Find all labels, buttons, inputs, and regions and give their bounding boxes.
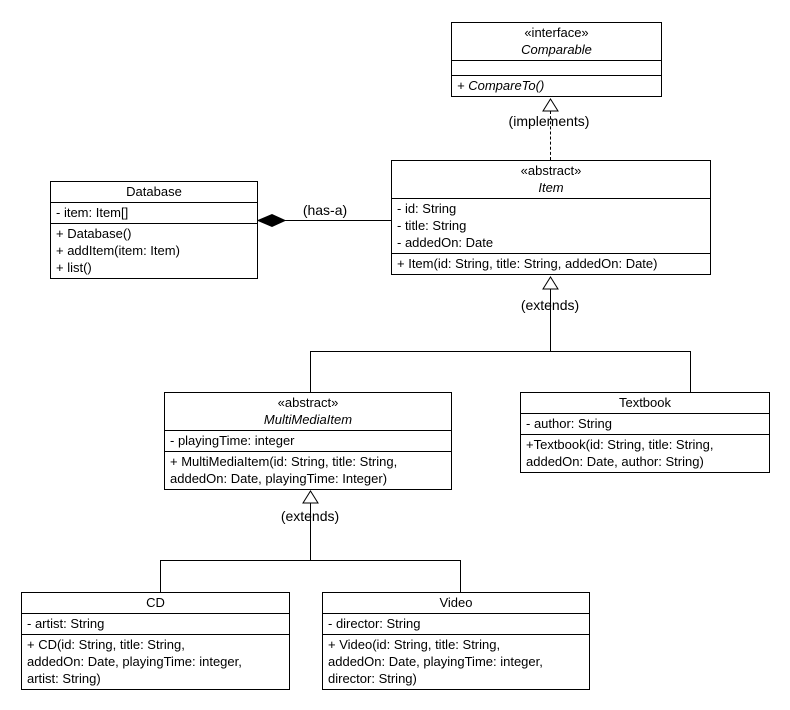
generalization-drop-line-cd <box>160 560 161 592</box>
class-header-database: Database <box>51 182 257 203</box>
method-row: + CD(id: String, title: String, <box>27 637 185 652</box>
attribute-row: - artist: String <box>27 616 105 631</box>
hollow-triangle-arrow-icon <box>542 98 559 112</box>
class-attributes-multimediaitem: - playingTime: integer <box>165 431 451 452</box>
class-box-cd: CD - artist: String + CD(id: String, tit… <box>21 592 290 690</box>
composition-diamond-icon <box>257 213 286 228</box>
class-header-video: Video <box>323 593 589 614</box>
class-header-cd: CD <box>22 593 289 614</box>
method-row: + Video(id: String, title: String, <box>328 637 501 652</box>
class-name: CD <box>146 595 165 610</box>
class-methods-multimediaitem: + MultiMediaItem(id: String, title: Stri… <box>165 452 451 489</box>
class-stereotype: «abstract» <box>277 395 339 410</box>
class-box-textbook: Textbook - author: String +Textbook(id: … <box>520 392 770 473</box>
relationship-label-extends: (extends) <box>280 508 340 524</box>
class-name: Item <box>538 180 564 195</box>
class-methods-video: + Video(id: String, title: String, added… <box>323 635 589 689</box>
composition-line <box>258 220 391 221</box>
relationship-label-extends: (extends) <box>520 297 580 313</box>
method-row: + addItem(item: Item) <box>56 243 180 258</box>
class-name: MultiMediaItem <box>263 412 353 427</box>
attribute-row: - playingTime: integer <box>170 433 295 448</box>
class-attributes-cd: - artist: String <box>22 614 289 635</box>
method-row: addedOn: Date, playingTime: Integer) <box>170 471 388 486</box>
class-methods-database: + Database() + addItem(item: Item) + lis… <box>51 224 257 278</box>
class-box-multimediaitem: «abstract» MultiMediaItem - playingTime:… <box>164 392 452 490</box>
realization-dashed-line <box>550 111 551 160</box>
class-header-comparable: «interface» Comparable <box>452 23 661 61</box>
class-methods-cd: + CD(id: String, title: String, addedOn:… <box>22 635 289 689</box>
generalization-drop-line-textbook <box>690 351 691 392</box>
class-box-video: Video - director: String + Video(id: Str… <box>322 592 590 690</box>
class-methods-comparable: + CompareTo() <box>452 76 661 96</box>
class-attributes-database: - item: Item[] <box>51 203 257 224</box>
class-stereotype: «abstract» <box>520 163 582 178</box>
method-row: + CompareTo() <box>457 78 545 93</box>
method-row: director: String) <box>328 671 417 686</box>
attribute-row: - addedOn: Date <box>397 235 494 250</box>
method-row: addedOn: Date, author: String) <box>526 454 704 469</box>
attribute-row: - director: String <box>328 616 421 631</box>
class-methods-textbook: +Textbook(id: String, title: String, add… <box>521 435 769 472</box>
method-row: addedOn: Date, playingTime: integer, <box>328 654 543 669</box>
attribute-row: - author: String <box>526 416 612 431</box>
method-row: addedOn: Date, playingTime: integer, <box>27 654 242 669</box>
method-row: +Textbook(id: String, title: String, <box>526 437 714 452</box>
class-name: Video <box>439 595 473 610</box>
class-methods-item: + Item(id: String, title: String, addedO… <box>392 254 710 274</box>
relationship-label-has-a: (has-a) <box>302 202 348 218</box>
method-row: + Item(id: String, title: String, addedO… <box>397 256 658 271</box>
generalization-branch-line <box>160 560 461 561</box>
class-header-textbook: Textbook <box>521 393 769 414</box>
attribute-row: - title: String <box>397 218 467 233</box>
class-header-multimediaitem: «abstract» MultiMediaItem <box>165 393 451 431</box>
generalization-branch-line <box>310 351 691 352</box>
class-stereotype: «interface» <box>524 25 589 40</box>
method-row: + list() <box>56 260 92 275</box>
generalization-drop-line-multimediaitem <box>310 351 311 392</box>
class-box-item: «abstract» Item - id: String - title: St… <box>391 160 711 275</box>
method-row: + Database() <box>56 226 132 241</box>
class-box-comparable: «interface» Comparable + CompareTo() <box>451 22 662 97</box>
generalization-stem-line <box>310 503 311 560</box>
class-attributes-textbook: - author: String <box>521 414 769 435</box>
method-row: + MultiMediaItem(id: String, title: Stri… <box>170 454 398 469</box>
class-header-item: «abstract» Item <box>392 161 710 199</box>
hollow-triangle-arrow-icon <box>542 276 559 290</box>
class-name: Textbook <box>618 395 672 410</box>
class-attributes-item: - id: String - title: String - addedOn: … <box>392 199 710 254</box>
class-attributes-comparable <box>452 61 661 76</box>
generalization-drop-line-video <box>460 560 461 592</box>
relationship-label-implements: (implements) <box>508 113 590 129</box>
class-name: Database <box>126 184 182 199</box>
class-name: Comparable <box>521 42 592 57</box>
attribute-row: - item: Item[] <box>56 205 129 220</box>
generalization-stem-line <box>550 289 551 351</box>
method-row: artist: String) <box>27 671 101 686</box>
attribute-row: - id: String <box>397 201 457 216</box>
hollow-triangle-arrow-icon <box>302 490 319 504</box>
class-attributes-video: - director: String <box>323 614 589 635</box>
class-box-database: Database - item: Item[] + Database() + a… <box>50 181 258 279</box>
